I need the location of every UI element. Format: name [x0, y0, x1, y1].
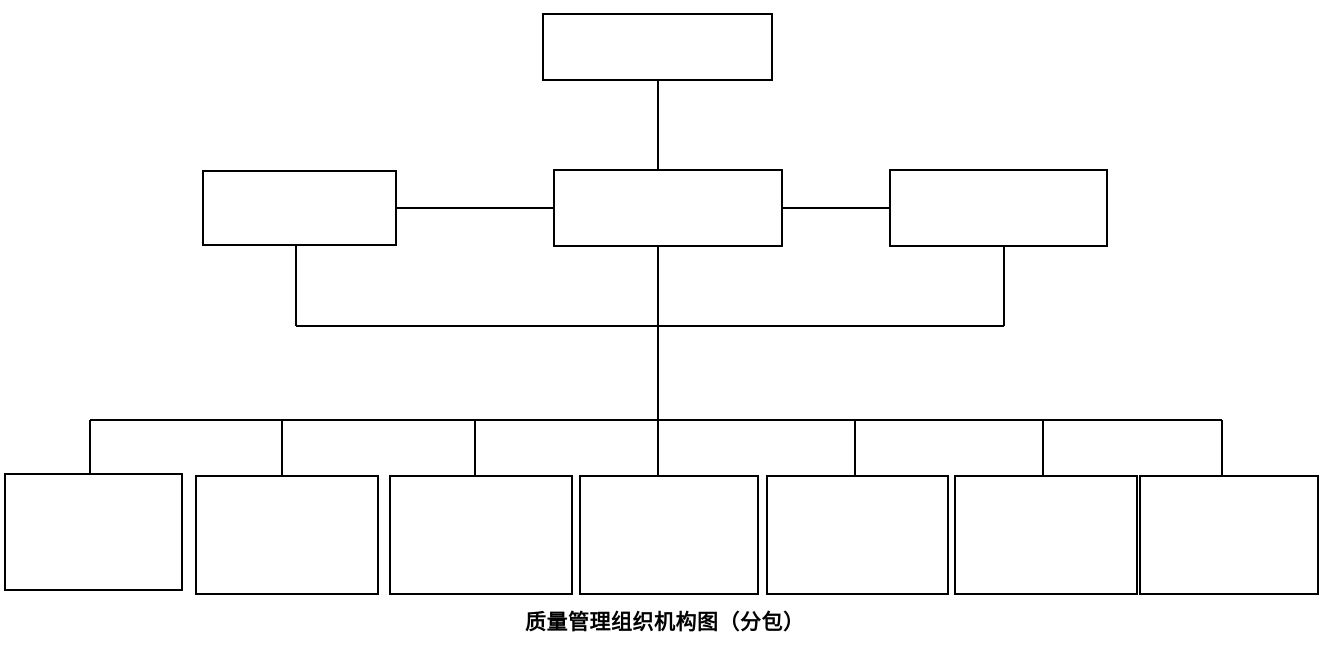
node-rect-n1[interactable] [541, 12, 774, 82]
node-box-n4[interactable] [888, 168, 1109, 248]
node-rect-n8[interactable] [578, 474, 760, 596]
node-box-n3[interactable] [552, 168, 784, 248]
node-rect-n9[interactable] [765, 474, 950, 596]
node-box-n11[interactable] [1138, 474, 1320, 596]
connector-layer [88, 80, 1224, 476]
node-box-n9[interactable] [765, 474, 950, 596]
node-rect-n7[interactable] [388, 474, 574, 596]
node-rect-n11[interactable] [1138, 474, 1320, 596]
node-box-n7[interactable] [388, 474, 574, 596]
node-box-n6[interactable] [194, 474, 380, 596]
node-box-n1[interactable] [541, 12, 774, 82]
node-layer [3, 12, 1320, 596]
node-box-n2[interactable] [201, 169, 398, 247]
node-rect-n3[interactable] [552, 168, 784, 248]
node-rect-n5[interactable] [3, 472, 184, 592]
node-rect-n4[interactable] [888, 168, 1109, 248]
node-rect-n6[interactable] [194, 474, 380, 596]
chart-caption: 质量管理组织机构图（分包） [525, 610, 805, 634]
node-box-n10[interactable] [953, 474, 1139, 596]
node-rect-n10[interactable] [953, 474, 1139, 596]
node-box-n5[interactable] [3, 472, 184, 592]
node-rect-n2[interactable] [201, 169, 398, 247]
node-box-n8[interactable] [578, 474, 760, 596]
